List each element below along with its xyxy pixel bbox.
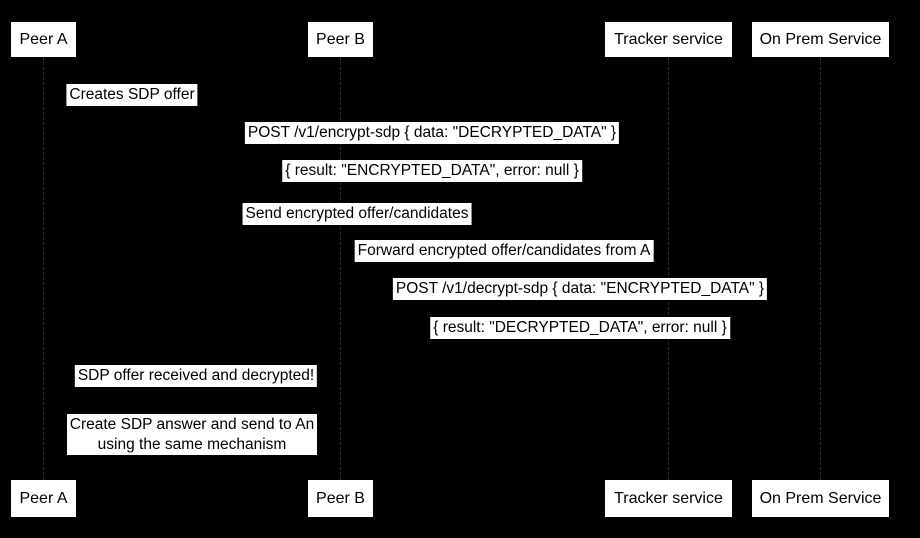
actor-on-prem-service-bottom: On Prem Service bbox=[752, 480, 889, 517]
message-post-decrypt-sdp: POST /v1/decrypt-sdp { data: "ENCRYPTED_… bbox=[392, 278, 768, 300]
actor-peer-b-bottom: Peer B bbox=[308, 480, 373, 517]
message-forward-encrypted-offer: Forward encrypted offer/candidates from … bbox=[354, 240, 654, 262]
lifeline-tracker-service bbox=[668, 57, 669, 480]
actor-tracker-service-top: Tracker service bbox=[605, 22, 732, 57]
message-send-encrypted-offer: Send encrypted offer/candidates bbox=[242, 203, 472, 225]
actor-on-prem-service-top: On Prem Service bbox=[752, 22, 889, 57]
actor-peer-a-top: Peer A bbox=[11, 22, 76, 57]
message-sdp-offer-received: SDP offer received and decrypted! bbox=[74, 365, 318, 387]
lifeline-on-prem-service bbox=[820, 57, 821, 480]
message-result-encrypted-data: { result: "ENCRYPTED_DATA", error: null … bbox=[282, 160, 582, 182]
message-result-decrypted-data: { result: "DECRYPTED_DATA", error: null … bbox=[430, 317, 730, 339]
actor-peer-b-top: Peer B bbox=[308, 22, 373, 57]
note-line-1: Create SDP answer and send to An bbox=[69, 415, 315, 433]
lifeline-peer-b bbox=[340, 57, 341, 480]
lifeline-peer-a bbox=[43, 57, 44, 480]
message-post-encrypt-sdp: POST /v1/encrypt-sdp { data: "DECRYPTED_… bbox=[244, 122, 620, 144]
actor-tracker-service-bottom: Tracker service bbox=[605, 480, 732, 517]
note-create-sdp-answer: Create SDP answer and send to An using t… bbox=[67, 414, 317, 455]
note-line-2: using the same mechanism bbox=[97, 435, 287, 453]
actor-peer-a-bottom: Peer A bbox=[11, 480, 76, 517]
message-creates-sdp-offer: Creates SDP offer bbox=[66, 84, 198, 106]
